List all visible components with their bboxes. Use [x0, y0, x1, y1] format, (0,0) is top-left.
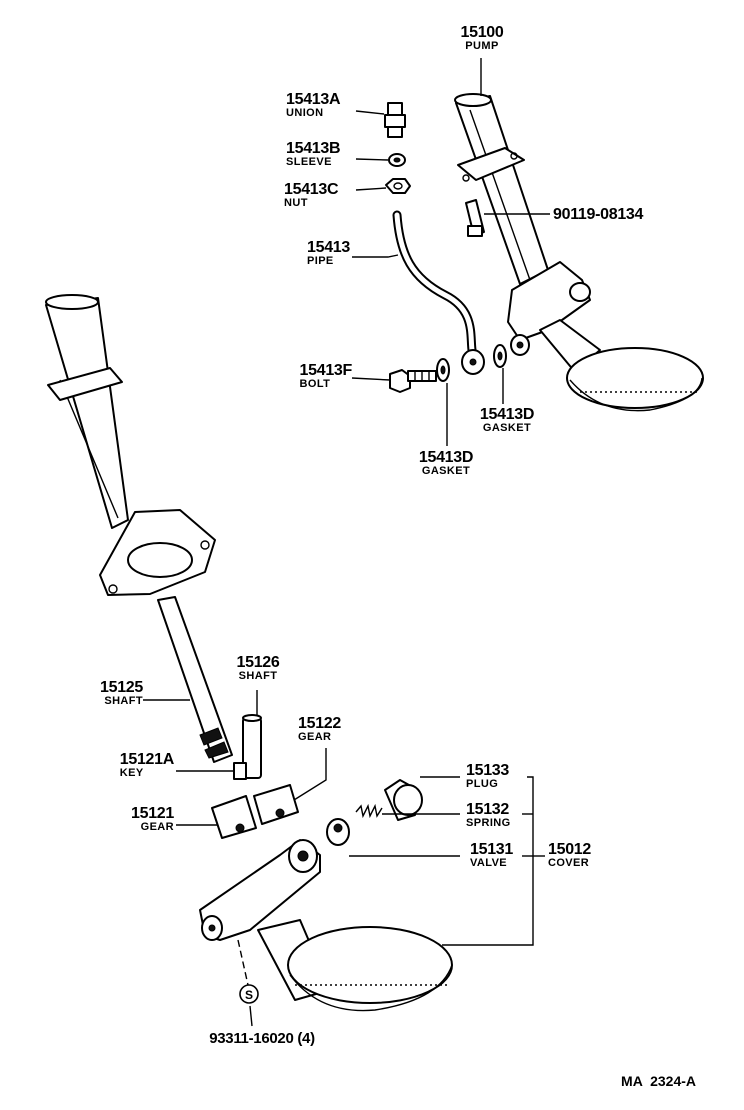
part-number-screw: 93311-16020 (4)	[209, 1030, 315, 1047]
screw-symbol-circle	[239, 984, 259, 1004]
part-name-cover: COVER	[548, 857, 590, 869]
part-name-gear-a: GEAR	[140, 821, 174, 833]
part-name-pipe: PIPE	[307, 255, 334, 267]
part-name-bolt: BOLT	[299, 378, 331, 390]
part-number-shaft-b: 15126	[236, 654, 280, 671]
label-pump: 15100 PUMP	[461, 25, 504, 52]
part-number-key: 15121A	[119, 751, 175, 768]
part-number-spring: 15132	[466, 801, 509, 818]
part-number-plug: 15133	[466, 762, 509, 779]
part-name-gasket-a: GASKET	[482, 422, 532, 434]
screw-symbol-text: S	[245, 988, 253, 1002]
bolt-top-drawing	[465, 199, 485, 237]
label-gasket-b: 15413D GASKET	[418, 449, 474, 477]
label-shaft-b: 15126 SHAFT	[237, 655, 280, 682]
part-number-shaft-a: 15125	[100, 679, 143, 696]
part-number-union: 15413A	[286, 91, 341, 108]
part-number-gasket-b: 15413D	[418, 449, 474, 466]
part-name-spring: SPRING	[466, 817, 511, 829]
part-name-valve: VALVE	[470, 857, 508, 869]
label-sleeve: 15413B SLEEVE	[286, 140, 341, 168]
nut-drawing	[385, 178, 411, 194]
valve-drawing	[326, 818, 350, 846]
part-number-pipe: 15413	[307, 239, 350, 256]
part-name-plug: PLUG	[466, 778, 499, 790]
pump-assembly-drawing	[454, 93, 704, 412]
label-shaft-a: 15125 SHAFT	[100, 680, 143, 707]
label-nut: 15413C NUT	[284, 181, 339, 209]
bolt-drawing	[389, 369, 437, 393]
leader-lines	[143, 58, 550, 1027]
part-name-sleeve: SLEEVE	[286, 156, 332, 168]
part-number-bolt: 15413F	[299, 362, 353, 379]
part-number-bolt-top: 90119-08134	[553, 206, 644, 223]
part-number-pump: 15100	[460, 24, 504, 41]
part-name-key: KEY	[119, 767, 144, 779]
plug-drawing	[384, 779, 423, 821]
label-union: 15413A UNION	[286, 91, 341, 119]
pipe-drawing	[392, 210, 485, 375]
part-name-shaft-a: SHAFT	[104, 695, 143, 707]
part-number-sleeve: 15413B	[286, 140, 341, 157]
label-gear-a: 15121 GEAR	[131, 806, 174, 833]
union-drawing	[384, 102, 406, 138]
part-number-gasket-a: 15413D	[479, 406, 535, 423]
part-number-gear-a: 15121	[131, 805, 174, 822]
sleeve-drawing	[388, 153, 406, 167]
drawing-code: MA 2324-A	[621, 1073, 696, 1089]
cover-drawing	[199, 839, 453, 1012]
label-plug: 15133 PLUG	[466, 763, 509, 790]
label-screw: 93311-16020 (4)	[209, 1031, 315, 1046]
label-valve: 15131 VALVE	[470, 842, 513, 869]
part-name-pump: PUMP	[465, 40, 499, 52]
label-gear-b: 15122 GEAR	[298, 716, 341, 743]
spring-drawing	[355, 803, 383, 819]
shaft-b-drawing	[242, 714, 262, 779]
part-name-shaft-b: SHAFT	[238, 670, 278, 682]
label-bolt: 15413F BOLT	[299, 362, 353, 390]
part-name-union: UNION	[286, 107, 324, 119]
key-drawing	[233, 762, 247, 780]
label-gasket-a: 15413D GASKET	[479, 406, 535, 434]
part-number-cover: 15012	[548, 841, 591, 858]
part-name-gasket-b: GASKET	[421, 465, 471, 477]
label-bolt-top: 90119-08134	[553, 207, 643, 223]
label-spring: 15132 SPRING	[466, 802, 511, 829]
label-pipe: 15413 PIPE	[307, 240, 350, 267]
part-number-gear-b: 15122	[298, 715, 341, 732]
label-key: 15121A KEY	[119, 751, 175, 779]
pump-body-drawing	[45, 294, 216, 596]
part-number-nut: 15413C	[284, 181, 339, 198]
part-number-valve: 15131	[470, 841, 513, 858]
gasket-drawings	[436, 344, 507, 382]
part-name-nut: NUT	[284, 197, 308, 209]
part-name-gear-b: GEAR	[298, 731, 332, 743]
gear-drawings	[211, 784, 299, 839]
shaft-a-drawing	[157, 596, 233, 763]
label-cover: 15012 COVER	[548, 842, 591, 869]
